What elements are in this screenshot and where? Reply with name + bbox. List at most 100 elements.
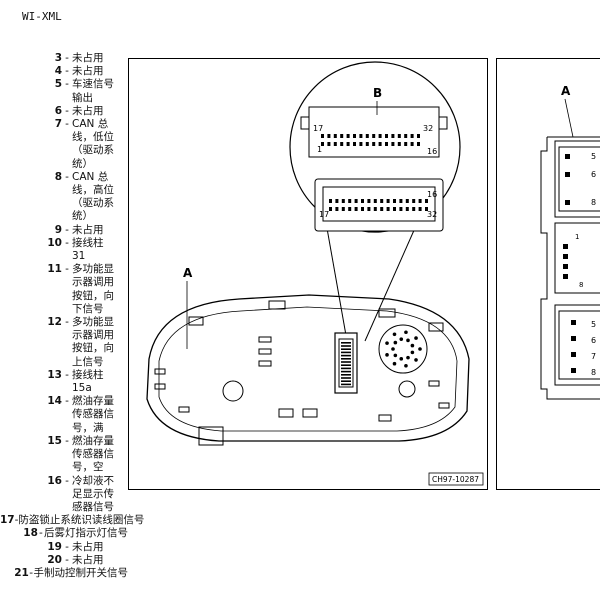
connector-pin — [410, 142, 414, 146]
connector-pin — [354, 207, 358, 211]
connector-detail-figure: A 5 6 8 1 8 5 6 7 8 — [496, 58, 600, 490]
connector-pin — [341, 370, 351, 373]
pin-number: 6 — [54, 104, 62, 117]
pin-number: 13 — [47, 368, 62, 381]
connector-pin — [412, 207, 416, 211]
connector-pin — [365, 142, 369, 146]
connector-pin — [563, 264, 568, 269]
connector-pin — [341, 351, 351, 354]
connector-pin — [406, 355, 410, 360]
pin-number: 11 — [47, 263, 62, 276]
connector-pin — [412, 199, 416, 203]
connector-pin — [335, 199, 339, 203]
connector-pin — [341, 199, 345, 203]
pin-separator: - — [65, 474, 69, 487]
detail-pin-6-lower: 6 — [591, 336, 596, 345]
connector-pin — [341, 380, 351, 382]
detail-pin-6: 6 — [591, 170, 596, 179]
detail-pin-1: 1 — [575, 233, 579, 241]
pin-label-17-top: 17 — [313, 124, 323, 133]
zoom-leader-line-left — [324, 216, 348, 342]
pin-entry: 4-未占用 — [0, 65, 128, 78]
pin-separator: - — [65, 553, 69, 566]
pin-entry: 20-未占用 — [0, 554, 128, 567]
connector-pin — [353, 134, 356, 138]
connector-pin — [565, 172, 570, 177]
label-a: A — [183, 266, 193, 280]
connector-pin — [321, 134, 324, 138]
connector-pin — [335, 207, 339, 211]
connector-pin — [327, 142, 331, 146]
pin-entry: 18-后雾灯指示灯信号 — [0, 527, 128, 540]
connector-pin — [372, 142, 376, 146]
detail-pin-8-lower: 8 — [591, 368, 596, 377]
connector-pin — [333, 134, 337, 138]
pin-separator: - — [65, 316, 69, 329]
pin-entry: 6-未占用 — [0, 105, 128, 118]
pin-entry: 11-多功能显 示器调用 按钮，向 下信号 — [0, 263, 128, 316]
pin-label-32-socket: 32 — [427, 210, 437, 219]
connector-pin — [367, 199, 371, 203]
connector-pin — [341, 207, 345, 211]
pin-separator: - — [65, 395, 69, 408]
connector-pin — [385, 134, 388, 138]
connector-pin — [571, 352, 576, 357]
connector-pin — [406, 338, 410, 343]
pin-description: 接线柱 15a — [72, 368, 104, 395]
connector-pin — [341, 377, 351, 379]
pin-number: 17 — [0, 514, 15, 527]
connector-pin — [391, 142, 395, 146]
pin-separator: - — [29, 566, 34, 579]
connector-pin — [563, 244, 568, 249]
connector-pin — [341, 342, 351, 344]
pin-number: 21 — [14, 566, 29, 579]
connector-pin — [348, 207, 352, 211]
connector-pin — [399, 357, 404, 361]
detail-pin-7: 7 — [591, 352, 596, 361]
pin-entry: 10-接线柱 31 — [0, 237, 128, 263]
pin-description: 冷却液不 足显示传 感器信号 — [72, 474, 114, 513]
connector-pin — [404, 330, 408, 335]
pin-separator: - — [65, 118, 69, 131]
connector-pin — [373, 199, 377, 203]
pin-number: 9 — [54, 223, 62, 236]
connector-pin — [341, 364, 351, 366]
connector-pin — [417, 142, 420, 146]
connector-pin — [372, 134, 376, 138]
connector-pin — [348, 199, 352, 203]
pin-description: 未占用 — [72, 223, 104, 236]
connector-b-socket — [314, 178, 444, 232]
pin-label-16-top: 16 — [427, 147, 437, 156]
connector-pin — [425, 199, 428, 203]
pin-number: 12 — [47, 316, 62, 329]
connector-pin — [571, 368, 576, 373]
pin-description: 未占用 — [72, 540, 104, 553]
pin-entry: 12-多功能显 示器调用 按钮，向 上信号 — [0, 316, 128, 369]
pin-number: 15 — [47, 434, 62, 447]
connector-pin — [341, 367, 351, 370]
pin-entry: 16-冷却液不 足显示传 感器信号 — [0, 475, 128, 515]
pin-description: 后雾灯指示灯信号 — [44, 527, 128, 540]
pin-description: 未占用 — [72, 52, 104, 64]
connector-pin — [380, 199, 384, 203]
connector-pin — [393, 199, 396, 203]
connector-pin — [341, 361, 351, 363]
connector-pin — [365, 134, 369, 138]
connector-pin — [359, 134, 363, 138]
connector-pin — [321, 142, 324, 146]
connector-pin — [565, 154, 570, 159]
connector-pin — [404, 134, 408, 138]
pin-label-32-top: 32 — [423, 124, 433, 133]
pin-separator: - — [65, 78, 69, 91]
connector-pin — [341, 358, 351, 360]
connector-pin — [392, 332, 397, 337]
round-connector — [378, 324, 428, 374]
pin-description: 未占用 — [72, 65, 104, 78]
gauge-pivot-right — [398, 380, 416, 398]
connector-body-outline — [540, 136, 600, 400]
pin-description: 多功能显 示器调用 按钮，向 下信号 — [72, 263, 114, 315]
document-header: WI-XML — [22, 10, 62, 23]
connector-pin — [393, 353, 398, 358]
connector-pin — [341, 345, 351, 347]
